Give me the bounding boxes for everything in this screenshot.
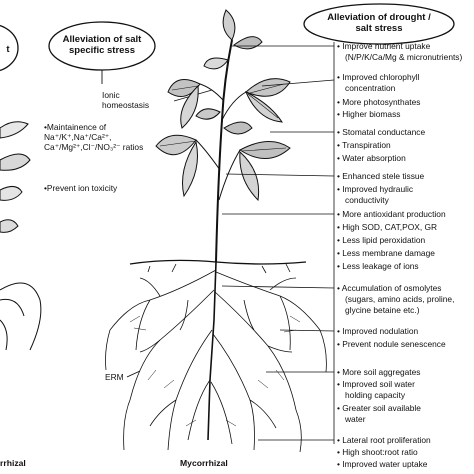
drought-salt-title: Alleviation of drought / salt stress	[327, 12, 431, 34]
left-oval	[0, 24, 19, 72]
right-label: • More soil aggregates	[337, 367, 421, 377]
root-system	[105, 261, 327, 453]
mycorrhizal-caption: Mycorrhizal	[180, 458, 228, 468]
right-label: • Improved water uptake	[337, 459, 428, 469]
right-label: • Lateral root proliferation	[337, 435, 431, 445]
right-label: • Enhanced stele tissue	[337, 171, 425, 181]
right-label: • Stomatal conductance	[337, 127, 426, 137]
right-label: • Improved soil water	[337, 379, 415, 389]
right-leader-lines	[221, 42, 335, 444]
right-label: • More antioxidant production	[337, 209, 446, 219]
right-label: • Accumulation of osmolytes	[337, 283, 442, 293]
ionic-homeostasis: Ionic homeostasis	[102, 90, 150, 110]
right-label: • Improved chlorophyll	[337, 72, 420, 82]
right-label: • Greater soil available	[337, 403, 421, 413]
right-label: • High SOD, CAT,POX, GR	[337, 222, 438, 232]
drought-salt-oval	[303, 3, 455, 45]
right-label: • Less lipid peroxidation	[337, 235, 426, 245]
prevent-ion-toxicity: •Prevent ion toxicity	[44, 183, 118, 193]
non-mycorrhizal-caption: rrhizal	[0, 458, 26, 468]
right-label: • High shoot:root ratio	[337, 447, 418, 457]
right-label: • Less membrane damage	[337, 248, 435, 258]
right-label: • Water absorption	[337, 153, 406, 163]
right-label: conductivity	[345, 195, 389, 205]
right-label: • Transpiration	[337, 140, 391, 150]
right-label: • Improved hydraulic	[337, 184, 414, 194]
right-label: concentration	[345, 83, 396, 93]
right-label: (N/P/K/Ca/Mg & micronutrients)	[345, 52, 463, 62]
right-label: holding capacity	[345, 390, 406, 400]
right-label: • Prevent nodule senescence	[337, 339, 446, 349]
salt-specific-title: Alleviation of salt specific stress	[62, 34, 142, 56]
ratio-maintenance: •Maintainence of Na⁺/K⁺,Na⁺/Ca²⁺, Ca⁺/Mg…	[44, 122, 144, 152]
erm-arrow	[126, 370, 141, 378]
right-label: glycine betaine etc.)	[345, 305, 420, 315]
right-label: • Less leakage of ions	[337, 261, 419, 271]
right-label: (sugars, amino acids, proline,	[345, 294, 455, 304]
erm-label: ERM	[105, 372, 124, 382]
right-label: water	[345, 414, 366, 424]
left-oval-label: t	[6, 44, 10, 55]
right-label: • More photosynthates	[337, 97, 421, 107]
right-label: • Improved nodulation	[337, 326, 419, 336]
mycorrhizal-plant	[105, 9, 327, 453]
right-label: • Improve nutrient uptake	[337, 41, 431, 51]
non-mycorrhizal-plant-partial	[0, 121, 42, 351]
right-label: • Higher biomass	[337, 109, 401, 119]
